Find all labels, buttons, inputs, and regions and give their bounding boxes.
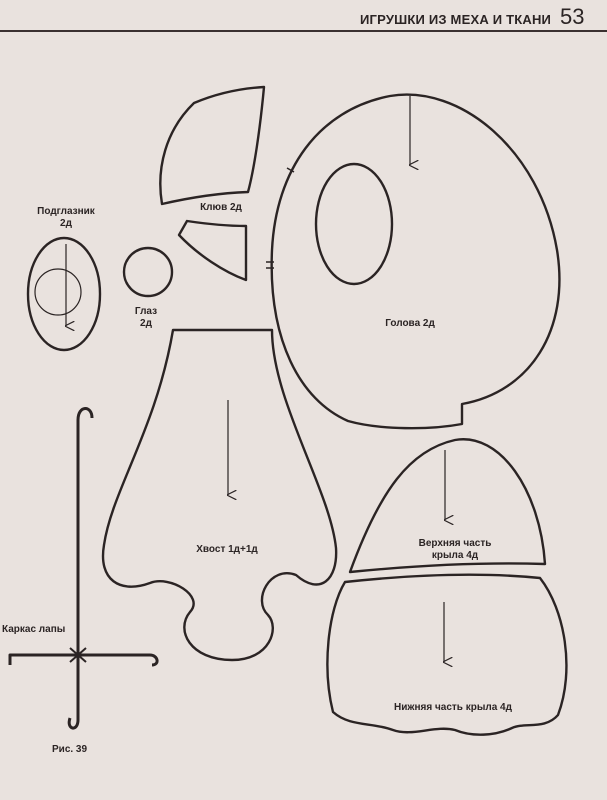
verhnyaya-chast-piece bbox=[348, 438, 547, 574]
hvost-piece bbox=[101, 328, 338, 662]
nizhnyaya-chast-piece bbox=[326, 573, 568, 736]
figure-caption: Рис. 39 bbox=[52, 744, 88, 755]
golova-piece bbox=[270, 93, 561, 430]
header-rule bbox=[0, 30, 607, 32]
golova-eye-hole bbox=[314, 162, 394, 286]
label-karkas-lapy: Каркас лапы bbox=[2, 624, 66, 635]
karkas-lapy-wire bbox=[8, 407, 159, 730]
golova-notches bbox=[266, 167, 295, 269]
label-podglaznik: Подглазник 2д bbox=[37, 206, 95, 229]
page-number: 53 bbox=[560, 4, 585, 29]
label-klyuv: Клюв 2д bbox=[200, 202, 242, 213]
klyuv-piece-lower bbox=[177, 219, 248, 282]
podglaznik-inner-circle bbox=[34, 268, 82, 316]
glaz-piece bbox=[122, 246, 174, 298]
page-header-title: ИГРУШКИ ИЗ МЕХА И ТКАНИ bbox=[360, 12, 552, 27]
klyuv-piece-upper bbox=[159, 85, 266, 206]
podglaznik-piece bbox=[26, 236, 102, 352]
label-golova: Голова 2д bbox=[385, 318, 435, 329]
label-hvost: Хвост 1д+1д bbox=[196, 544, 258, 555]
label-nizhnyaya-chast: Нижняя часть крыла 4д bbox=[394, 702, 512, 713]
label-verhnyaya-chast: Верхняя часть крыла 4д bbox=[418, 538, 492, 561]
label-glaz: Глаз 2д bbox=[134, 306, 158, 329]
